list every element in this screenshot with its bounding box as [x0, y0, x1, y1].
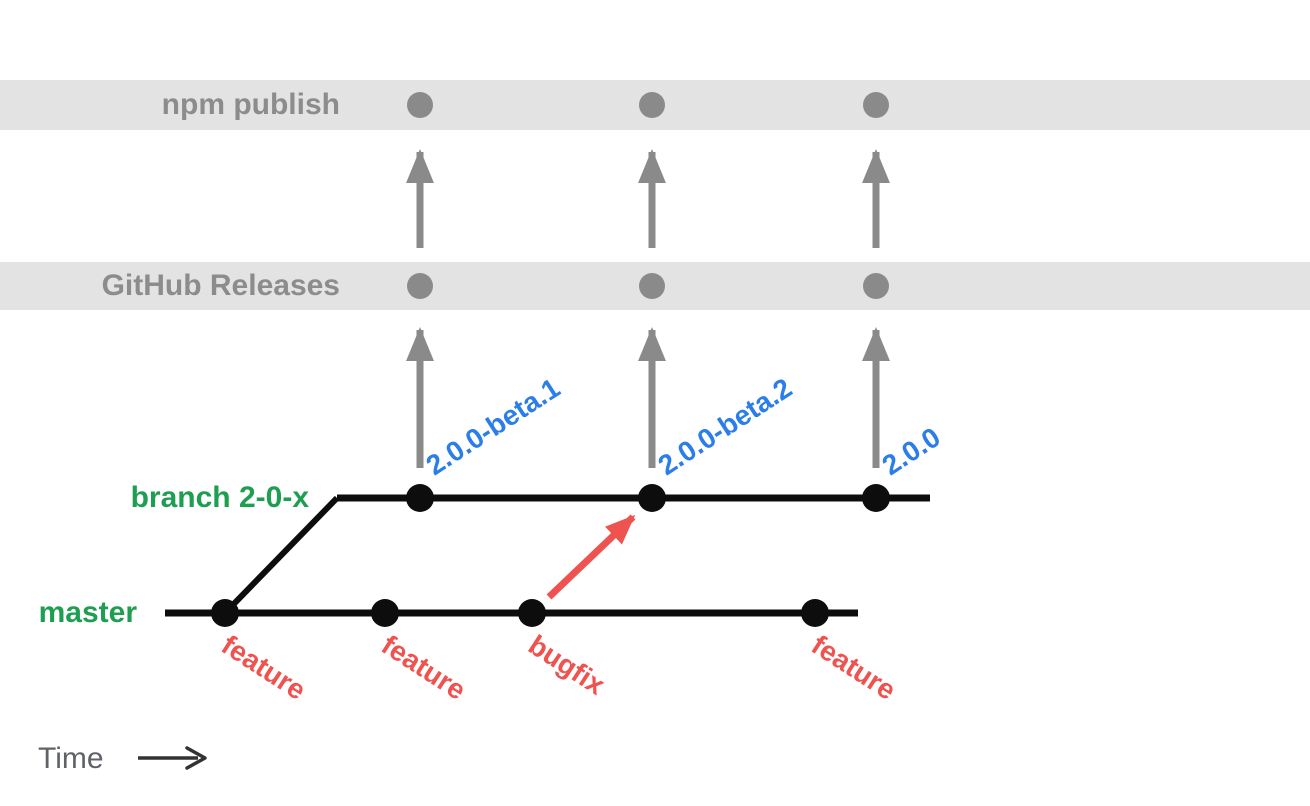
- commit-dot: [862, 484, 890, 512]
- commit-dot: [406, 484, 434, 512]
- commit-dot: [638, 484, 666, 512]
- branch-2-0-x-label: branch 2-0-x: [130, 481, 309, 514]
- github-releases-label: GitHub Releases: [101, 269, 340, 302]
- github-release-dot: [863, 273, 889, 299]
- commit-dot: [518, 599, 546, 627]
- github-release-dot: [639, 273, 665, 299]
- npm-publish-dot: [407, 92, 433, 118]
- bugfix-merge-arrow: [546, 514, 636, 600]
- commit-dot: [371, 599, 399, 627]
- github-release-dot: [407, 273, 433, 299]
- time-axis-arrowhead-icon: [185, 746, 207, 770]
- time-axis-label: Time: [38, 742, 104, 775]
- npm-publish-label: npm publish: [161, 88, 340, 121]
- master-label: master: [38, 596, 137, 629]
- fork-line: [222, 495, 340, 616]
- npm-publish-dot: [863, 92, 889, 118]
- npm-publish-dot: [639, 92, 665, 118]
- commit-dot: [801, 599, 829, 627]
- commit-dot: [211, 599, 239, 627]
